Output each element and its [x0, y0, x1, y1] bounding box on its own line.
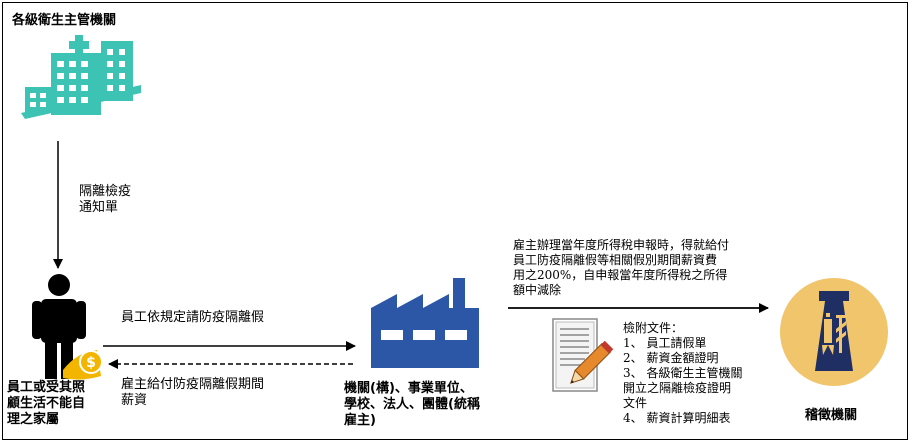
- person-icon: [32, 274, 86, 379]
- documents-item2: 2、 薪資金額證明: [623, 351, 719, 365]
- coin-icon: $: [63, 350, 103, 380]
- employer-line1: 機關(構)、事業單位、: [344, 381, 473, 396]
- flow-diagram: 各級衛生主管機關: [2, 2, 908, 440]
- employee-line3: 理之家屬: [7, 412, 60, 427]
- employer-payment-line1: 雇主給付防疫隔離假期間: [121, 377, 265, 392]
- quarantine-notice-line2: 通知單: [79, 200, 119, 215]
- tax-office-seal-icon: [780, 278, 888, 386]
- documents-item4: 4、 薪資計算明細表: [623, 411, 731, 425]
- factory-icon: [371, 278, 479, 368]
- connector-arrows: [53, 141, 769, 369]
- document-pencil-icon: [552, 318, 614, 392]
- health-agency-label: 各級衛生主管機關: [12, 13, 117, 28]
- tax-note-line2: 員工防疫隔離假等相關假別期間薪資費: [513, 253, 718, 267]
- documents-title: 檢附文件：: [623, 321, 684, 335]
- tax-office-label: 稽徵機關: [805, 408, 858, 423]
- quarantine-notice-line1: 隔離檢疫: [79, 184, 132, 199]
- employer-payment-line2: 薪資: [121, 393, 148, 408]
- employee-line1: 員工或受其照: [7, 380, 86, 395]
- documents-item3c: 文件: [623, 396, 648, 410]
- svg-text:$: $: [86, 355, 96, 371]
- employee-line2: 顧生活不能自: [7, 396, 86, 411]
- employer-line2: 學校、法人、團體(統稱: [344, 397, 480, 412]
- documents-item3b: 開立之隔離檢疫證明: [623, 381, 732, 395]
- tax-note-line4: 額中減除: [513, 283, 562, 297]
- tax-note-line1: 雇主辦理當年度所得稅申報時，得就給付: [513, 238, 730, 252]
- employer-line3: 雇主): [344, 413, 376, 428]
- hospital-icon: [21, 35, 141, 119]
- employee-request-label: 員工依規定請防疫隔離假: [121, 310, 265, 325]
- tax-note-line3: 用之200%，自申報當年度所得稅之所得: [513, 268, 728, 282]
- documents-item3a: 3、 各級衛生主管機關: [623, 366, 743, 380]
- documents-item1: 1、 員工請假單: [623, 336, 707, 350]
